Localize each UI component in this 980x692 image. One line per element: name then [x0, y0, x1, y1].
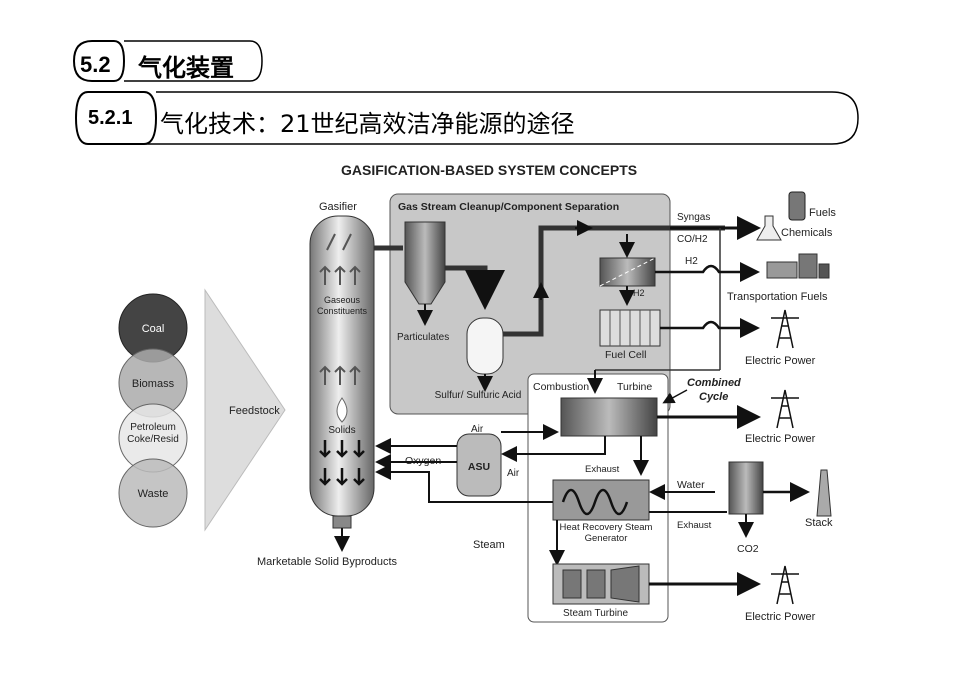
power2-label: Electric Power: [745, 433, 816, 445]
section-header-frame: [72, 40, 263, 82]
chemicals-label: Chemicals: [781, 227, 833, 239]
stack-label: Stack: [805, 517, 833, 529]
section-title: 气化装置: [138, 54, 234, 82]
down-arrows: [319, 440, 365, 486]
water-label: Water: [677, 479, 705, 491]
subsection-number: 5.2.1: [88, 107, 133, 129]
refinery-icon: [766, 253, 830, 279]
sulfur-label: Sulfur/ Sulfuric Acid: [434, 390, 522, 401]
air-top-label: Air: [471, 424, 484, 435]
waste-label: Waste: [138, 488, 169, 500]
section-number: 5.2: [80, 52, 111, 77]
gasifier-label: Gasifier: [319, 201, 357, 213]
byproducts-label: Marketable Solid Byproducts: [257, 556, 398, 568]
power-tower-icon-1: [771, 309, 799, 349]
feedstock-wedge: [204, 288, 286, 532]
flame-icon: [336, 397, 348, 423]
diagram-title: GASIFICATION-BASED SYSTEM CONCEPTS: [341, 162, 637, 178]
subsection-header-frame: [74, 91, 859, 145]
hrsg-unit: [552, 479, 650, 521]
air-side-label: Air: [507, 468, 520, 479]
cleanup-title: Gas Stream Cleanup/Component Separation: [398, 201, 619, 213]
petcoke-label-box: Petroleum Coke/Resid: [127, 422, 179, 445]
gaseous-label: Gaseous Constituents: [316, 295, 368, 316]
scrubber-vessel: [466, 317, 504, 375]
exhaust-side-label: Exhaust: [677, 520, 712, 531]
turbine-label: Turbine: [617, 381, 652, 393]
clean-gas-line: [503, 225, 725, 337]
steam-turbine-label: Steam Turbine: [563, 608, 628, 619]
fuel-cell-label: Fuel Cell: [605, 349, 646, 361]
combustion-label: Combustion: [533, 381, 589, 393]
h2-label: H2: [685, 256, 698, 267]
feedstock-label: Feedstock: [229, 405, 280, 417]
chemicals-flask-icon: [756, 215, 782, 241]
asu-unit: [456, 433, 502, 497]
combined-label: Combined: [687, 377, 741, 389]
gas-turbine-unit: [560, 397, 658, 437]
cyclone-to-scrubber: [445, 265, 505, 310]
steam-label: Steam: [473, 539, 505, 551]
subsection-title: 气化技术：21世纪高效洁净能源的途径: [160, 110, 575, 138]
coal-label: Coal: [142, 323, 165, 335]
exhaust-top-label: Exhaust: [585, 464, 620, 475]
asu-label: ASU: [468, 461, 490, 473]
co-h2-label: CO/H2: [677, 234, 708, 245]
co2-label: CO2: [737, 543, 759, 555]
power-tower-icon-3: [771, 565, 799, 605]
cycle-label: Cycle: [699, 391, 728, 403]
power1-label: Electric Power: [745, 355, 816, 367]
solids-label: Solids: [328, 425, 355, 436]
gasification-diagram: GASIFICATION-BASED SYSTEM CONCEPTS Feeds…: [105, 150, 860, 640]
gasifier-outlet: [332, 515, 352, 529]
particulates-label: Particulates: [397, 332, 449, 343]
hrsg-label: Heat Recovery Steam Generator: [559, 522, 653, 544]
fuels-drum-icon: [788, 191, 806, 221]
waste-circle: [118, 458, 188, 528]
up-arrows: [319, 233, 361, 385]
transport-fuels-label: Transportation Fuels: [727, 291, 828, 303]
power-tower-icon-2: [771, 389, 799, 429]
h2-sep-label: H2: [633, 288, 645, 298]
biomass-label: Biomass: [132, 378, 175, 390]
fuels-label: Fuels: [809, 207, 836, 219]
cyclone-vessel: [404, 221, 446, 305]
stack-icon: [816, 469, 832, 517]
power3-label: Electric Power: [745, 611, 816, 623]
co2-vessel: [728, 461, 764, 515]
syngas-label: Syngas: [677, 212, 710, 223]
petcoke-label: Petroleum Coke/Resid: [127, 422, 179, 445]
